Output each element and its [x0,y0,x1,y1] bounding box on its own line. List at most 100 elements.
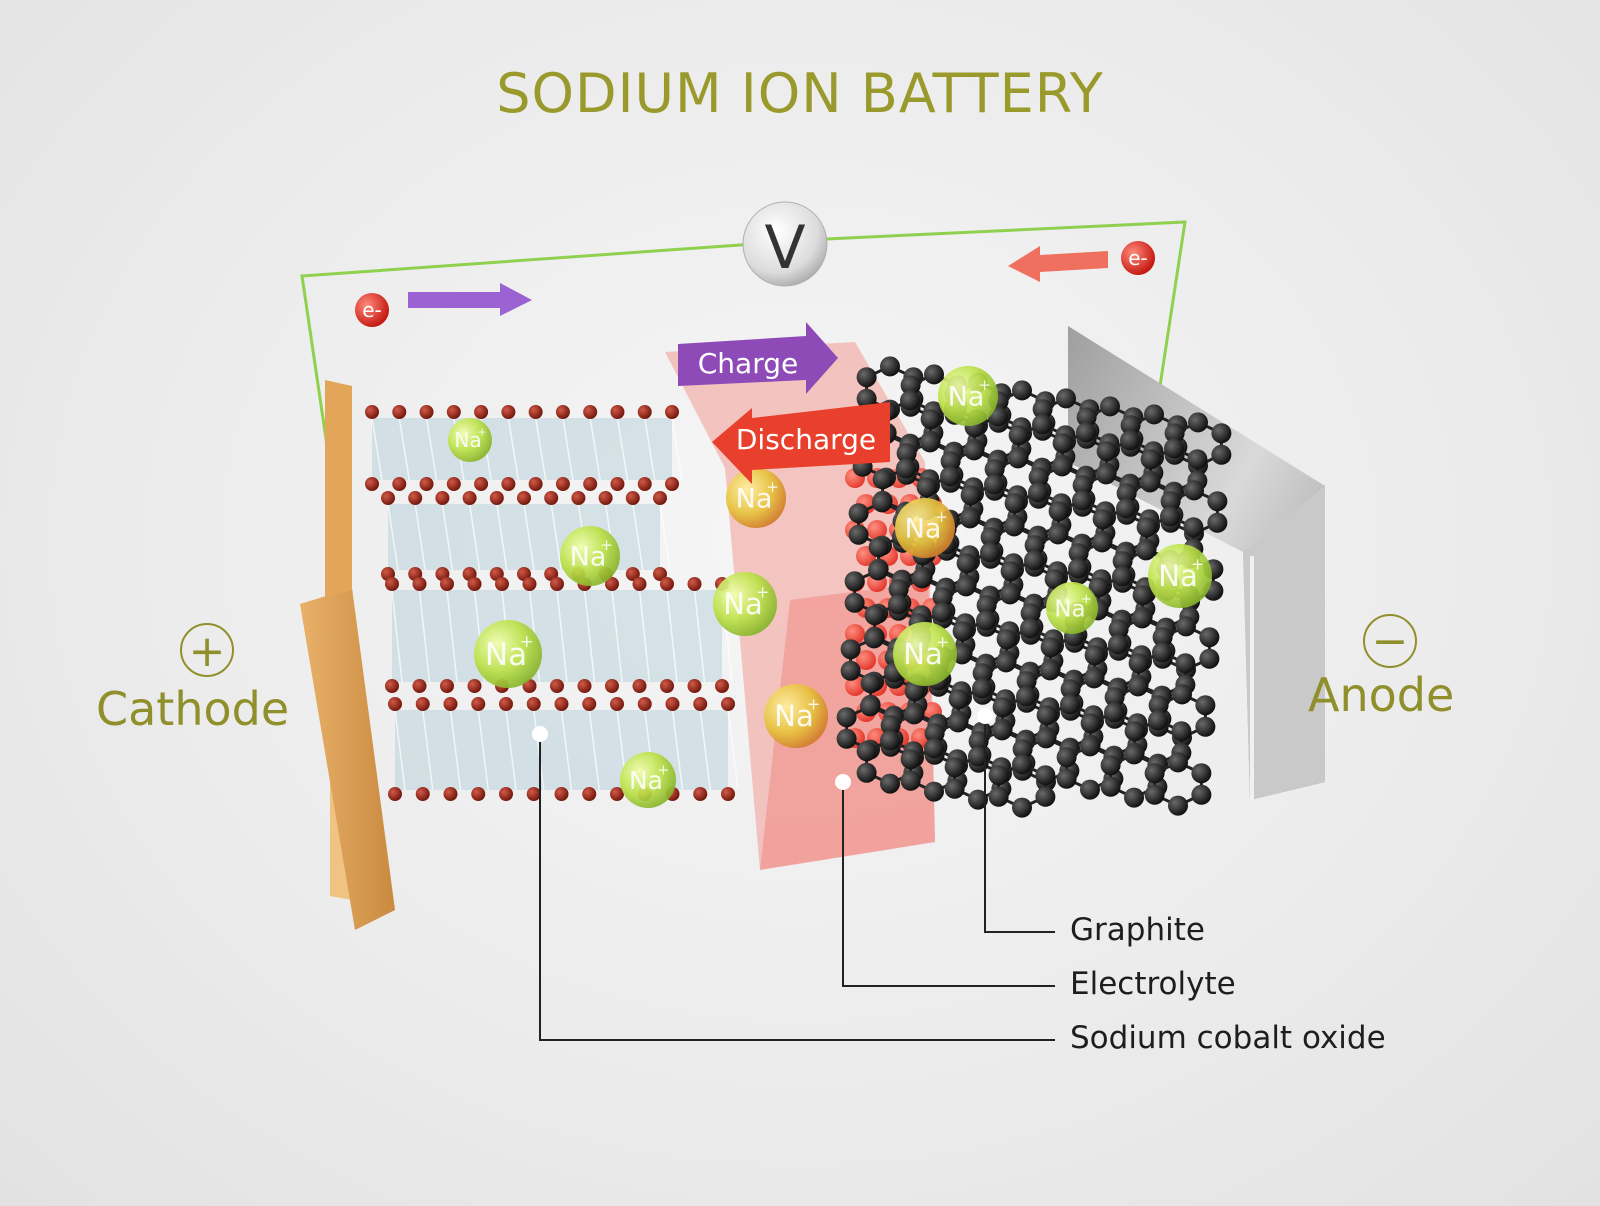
oxide-bond [446,589,458,683]
oxide-atom [388,697,402,711]
sodium-ion-label: Na [629,766,663,795]
carbon-atom [1211,444,1232,465]
oxide-atom [415,787,430,801]
carbon-atom [1052,433,1073,454]
carbon-atom [1108,619,1129,640]
sodium-ion-charge: + [1081,592,1092,607]
oxide-atom [637,477,652,491]
oxide-atom [625,491,640,505]
carbon-atom [900,770,921,791]
carbon-atom [1124,721,1145,742]
carbon-atom [860,673,881,694]
carbon-atom [1112,566,1132,587]
oxide-atom [501,405,516,419]
sodium-ion: Na+ [938,366,998,426]
electron-label: e- [1128,246,1148,270]
carbon-atom [1104,687,1125,708]
carbon-atom [996,652,1016,673]
sodium-ion-charge: + [978,376,991,394]
sodium-ion-charge: + [600,536,613,554]
carbon-atom [900,749,921,770]
oxide-bond [727,709,739,791]
carbon-atom [872,492,892,513]
oxide-bond [449,709,462,791]
sodium-ion-charge: + [766,478,779,496]
carbon-atom [1060,694,1080,715]
oxide-atom [632,679,647,693]
carbon-atom [1035,786,1056,807]
oxide-atom [665,405,679,419]
carbon-atom [1092,509,1113,530]
carbon-atom [1148,695,1169,716]
oxide-atom [467,577,482,591]
carbon-atom [836,707,857,728]
oxide-atom [555,405,570,419]
carbon-atom [912,568,932,589]
oxide-atom [665,477,679,491]
carbon-atom [1076,407,1097,428]
carbon-atom [1112,551,1133,572]
carbon-atom [844,592,865,613]
carbon-atom [1199,648,1220,669]
sodium-ion-charge: + [1191,555,1204,574]
sodium-ion-charge: + [520,632,534,652]
sodium-ion-label: Na [774,699,813,733]
oxide-atom [554,697,569,711]
oxide-atom [526,787,541,801]
oxide-bond [505,709,517,791]
oxide-bond [560,709,573,791]
oxide-atom [489,491,504,505]
sodium-ion: Na+ [764,684,828,748]
oxide-bond [425,417,438,481]
carbon-atom [836,728,857,749]
oxide-atom [392,477,407,491]
carbon-atom [1068,543,1089,564]
carbon-atom [932,587,953,608]
carbon-atom [1048,524,1068,545]
sodium-ion-label: Na [570,542,607,573]
oxide-bond [693,589,706,683]
carbon-atom [960,485,981,506]
carbon-atom [1184,480,1204,501]
carbon-atom [1116,498,1136,519]
oxide-atom [554,787,569,801]
oxide-atom [392,405,407,419]
carbon-atom [1152,642,1172,663]
carbon-atom [1035,765,1056,786]
carbon-atom [924,723,945,744]
oxide-atom [474,477,489,491]
sodium-ion-sphere [726,468,786,528]
oxide-atom [501,477,516,491]
carbon-atom [1040,660,1060,681]
oxide-atom [385,679,399,693]
carbon-atom [1092,532,1112,553]
carbon-atom [1108,634,1128,655]
anode-label: Anode [1308,668,1455,722]
carbon-atom [860,696,880,717]
sodium-ion-sphere [938,366,998,426]
carbon-atom [988,786,1009,807]
carbon-atom [1072,490,1092,511]
carbon-atom [1128,676,1148,697]
sodium-ion-label: Na [736,484,773,515]
minus-icon: − [1372,616,1409,667]
carbon-atom [1056,768,1077,789]
oxide-atom [610,697,624,711]
carbon-atom [1056,388,1076,409]
oxide-atom [687,577,702,591]
carbon-atom [1148,710,1168,731]
oxide-atom [385,577,399,591]
oxide-atom [544,491,559,505]
oxide-bond [588,709,600,791]
oxide-bond [616,417,629,481]
carbon-atom [1012,739,1033,760]
oxide-bond [398,417,411,481]
carbon-atom [1183,517,1204,538]
sodium-ion-label: Na [454,428,481,452]
carbon-atom [1136,517,1157,538]
carbon-atom [1068,558,1088,579]
oxide-bond [534,417,547,481]
carbon-atom [1080,736,1100,757]
sodium-ion-sphere [893,622,957,686]
oxide-bond [523,503,535,571]
